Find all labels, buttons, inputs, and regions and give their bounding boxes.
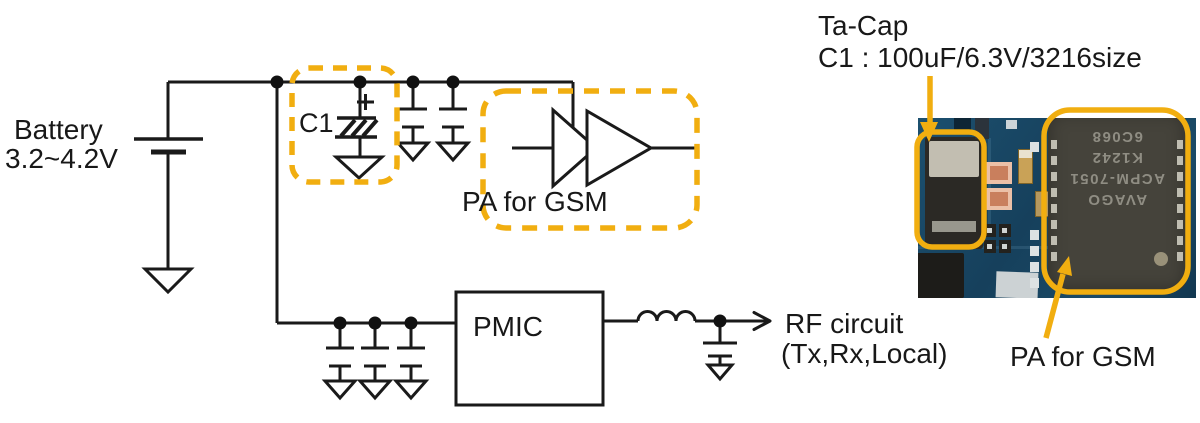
ground-symbol [141,267,195,295]
chip-pin1-dot [1154,252,1168,266]
solder-pad [1030,142,1039,152]
small-smd [984,240,996,253]
edge-component [954,118,971,133]
tantalum-capacitor-anode-stripe [929,141,979,177]
small-smd [984,224,996,237]
tan-smd-component [1035,191,1049,217]
ceramic-cap [397,323,425,381]
solder-pad [1030,278,1039,288]
solder-pad [1030,262,1039,272]
photo-pa-label: PA for GSM [1010,341,1156,372]
tacap-annotation-spec: C1 : 100uF/6.3V/3216size [818,42,1142,73]
tantalum-capacitor-terminal [932,221,976,232]
ceramic-cap [439,82,467,143]
chip-pad [1051,220,1057,229]
small-smd [999,224,1011,237]
chip-marking: AVAGO ACPM-7051 K1242 6C068 [1056,126,1178,210]
chip-pad [1177,220,1183,229]
output-cap [703,321,737,365]
rf-circuit-sublabel: (Tx,Rx,Local) [781,338,948,369]
amplifier-triangle-1 [551,106,599,190]
chip-marking-line: 6C068 [1091,128,1143,145]
pcb-photo: AVAGO ACPM-7051 K1242 6C068 [918,118,1196,298]
chip-marking-line: K1242 [1091,149,1143,166]
ground-symbol [356,379,394,401]
inductor [636,310,697,322]
c1-hatch [339,118,379,138]
pmic-label: PMIC [473,311,543,342]
ground-symbol [704,363,736,382]
solder-pad [1030,246,1039,256]
battery-voltage: 3.2~4.2V [5,143,118,174]
copper-pad [986,162,1012,184]
wires [134,75,772,407]
ground-symbol [434,141,472,163]
chip-pad [1177,236,1183,245]
black-smd-component [918,253,964,298]
ground-symbol [392,379,430,401]
amplifier-triangle-2 [585,108,654,188]
edge-component [975,118,989,139]
ceramic-cap [326,323,354,381]
solder-pad [1030,230,1039,240]
chip-pad [1051,252,1057,261]
ground-symbol [332,155,386,181]
chip-pad [1177,252,1183,261]
ground-symbol [321,379,359,401]
c1-label: C1 [299,108,334,138]
chip-marking-line: ACPM-7051 [1068,170,1166,187]
pmic-box [454,290,605,407]
rf-arrowhead [752,311,772,331]
copper-pad [986,188,1012,210]
chip-pad [1051,236,1057,245]
tan-smd-component [1018,149,1033,184]
tacap-annotation-title: Ta-Cap [818,10,909,41]
ceramic-cap [399,82,427,143]
pa-label: PA for GSM [462,186,608,217]
ground-symbol [394,141,432,163]
c1-plus-sign [357,94,374,110]
edge-component [1006,120,1017,129]
ceramic-cap [361,323,389,381]
small-smd [999,240,1011,253]
battery-label: Battery [14,114,103,145]
rf-circuit-label: RF circuit [785,308,904,339]
chip-marking-line: AVAGO [1086,191,1148,208]
